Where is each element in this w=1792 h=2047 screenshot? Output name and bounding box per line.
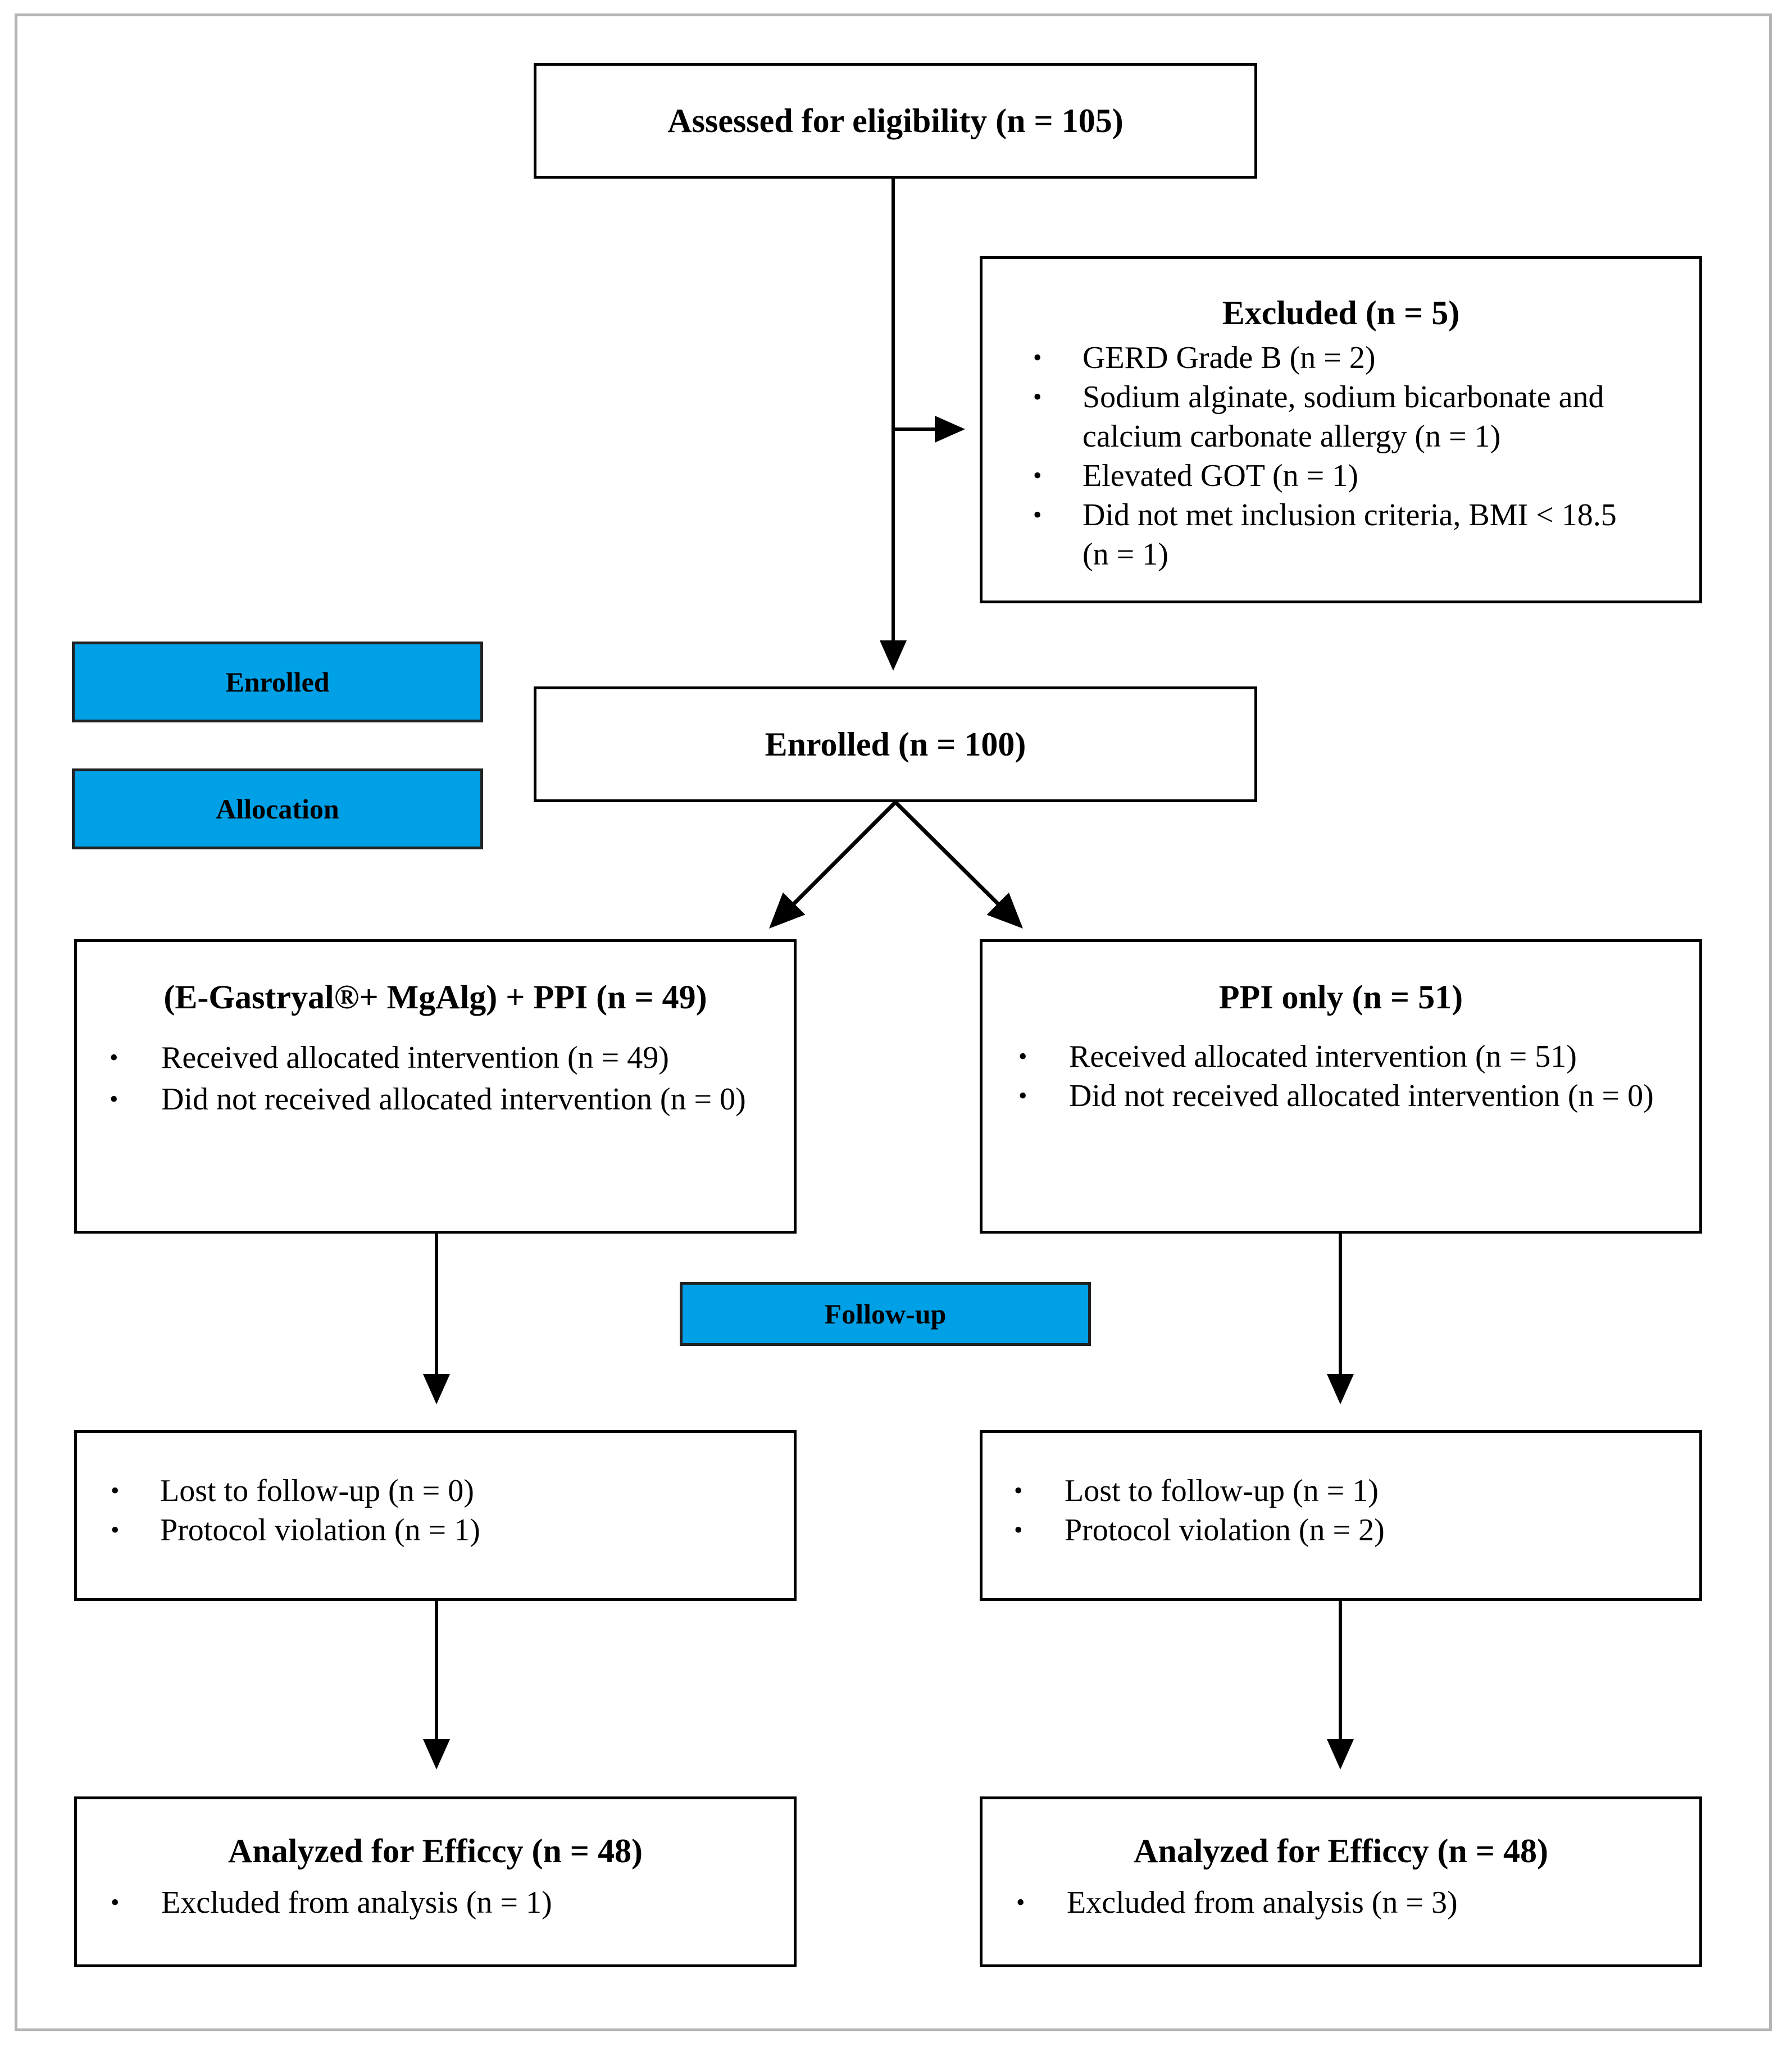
intervention-analysis-box: Analyzed for Efficcy (n = 48) •Excluded … xyxy=(74,1796,797,1967)
stage-label-followup: Follow-up xyxy=(680,1282,1091,1346)
figure-frame xyxy=(15,13,1772,2031)
list-item: •Did not met inclusion criteria, BMI < 1… xyxy=(1033,498,1617,533)
control-arm-title: PPI only (n = 51) xyxy=(1218,979,1463,1016)
assessed-title: Assessed for eligibility (n = 105) xyxy=(667,102,1124,139)
intervention-arm-title: (E-Gastryal®+ MgAlg) + PPI (n = 49) xyxy=(163,979,707,1016)
control-analysis-box: Analyzed for Efficcy (n = 48) •Excluded … xyxy=(980,1796,1702,1967)
excluded-list: •GERD Grade B (n = 2) •Sodium alginate, … xyxy=(983,338,1699,574)
list-item: •GERD Grade B (n = 2) xyxy=(1033,340,1376,375)
list-item: •Protocol violation (n = 1) xyxy=(111,1513,480,1548)
intervention-arm-box: (E-Gastryal®+ MgAlg) + PPI (n = 49) •Rec… xyxy=(74,939,797,1234)
list-item: •Excluded from analysis (n = 3) xyxy=(1016,1885,1458,1920)
control-analysis-list: •Excluded from analysis (n = 3) xyxy=(983,1883,1699,1922)
list-item: •Lost to follow-up (n = 0) xyxy=(111,1473,474,1508)
list-item: •Elevated GOT (n = 1) xyxy=(1033,458,1358,493)
intervention-arm-list: •Received allocated intervention (n = 49… xyxy=(77,1037,794,1120)
control-followup-list: •Lost to follow-up (n = 1) •Protocol vio… xyxy=(983,1471,1699,1550)
list-item-continuation: calcium carbonate allergy (n = 1) xyxy=(1083,419,1501,454)
excluded-box: Excluded (n = 5) •GERD Grade B (n = 2) •… xyxy=(980,256,1702,603)
list-item: •Did not received allocated intervention… xyxy=(110,1082,746,1117)
arrow-to-right-arm xyxy=(894,800,1023,929)
excluded-title: Excluded (n = 5) xyxy=(1222,294,1460,331)
stage-label-allocation: Allocation xyxy=(72,768,483,849)
arrow-to-left-arm xyxy=(769,800,897,929)
list-item: •Received allocated intervention (n = 49… xyxy=(110,1040,669,1075)
list-item: •Did not received allocated intervention… xyxy=(1018,1079,1654,1113)
control-analysis-title: Analyzed for Efficcy (n = 48) xyxy=(1134,1832,1548,1869)
intervention-analysis-title: Analyzed for Efficcy (n = 48) xyxy=(228,1832,643,1869)
intervention-followup-box: •Lost to follow-up (n = 0) •Protocol vio… xyxy=(74,1430,797,1601)
enrolled-title: Enrolled (n = 100) xyxy=(765,725,1026,763)
enrolled-box: Enrolled (n = 100) xyxy=(534,686,1257,802)
control-arm-box: PPI only (n = 51) •Received allocated in… xyxy=(980,939,1702,1234)
list-item: •Sodium alginate, sodium bicarbonate and xyxy=(1033,380,1604,415)
list-item: •Received allocated intervention (n = 51… xyxy=(1018,1039,1577,1074)
intervention-analysis-list: •Excluded from analysis (n = 1) xyxy=(77,1883,794,1922)
list-item-continuation: (n = 1) xyxy=(1083,537,1168,572)
assessed-box: Assessed for eligibility (n = 105) xyxy=(534,63,1257,179)
intervention-followup-list: •Lost to follow-up (n = 0) •Protocol vio… xyxy=(77,1471,794,1550)
control-arm-list: •Received allocated intervention (n = 51… xyxy=(983,1037,1699,1116)
stage-label-enrolled: Enrolled xyxy=(72,642,483,722)
list-item: •Excluded from analysis (n = 1) xyxy=(111,1885,552,1920)
control-followup-box: •Lost to follow-up (n = 1) •Protocol vio… xyxy=(980,1430,1702,1601)
list-item: •Lost to follow-up (n = 1) xyxy=(1014,1473,1379,1508)
list-item: •Protocol violation (n = 2) xyxy=(1014,1513,1385,1548)
